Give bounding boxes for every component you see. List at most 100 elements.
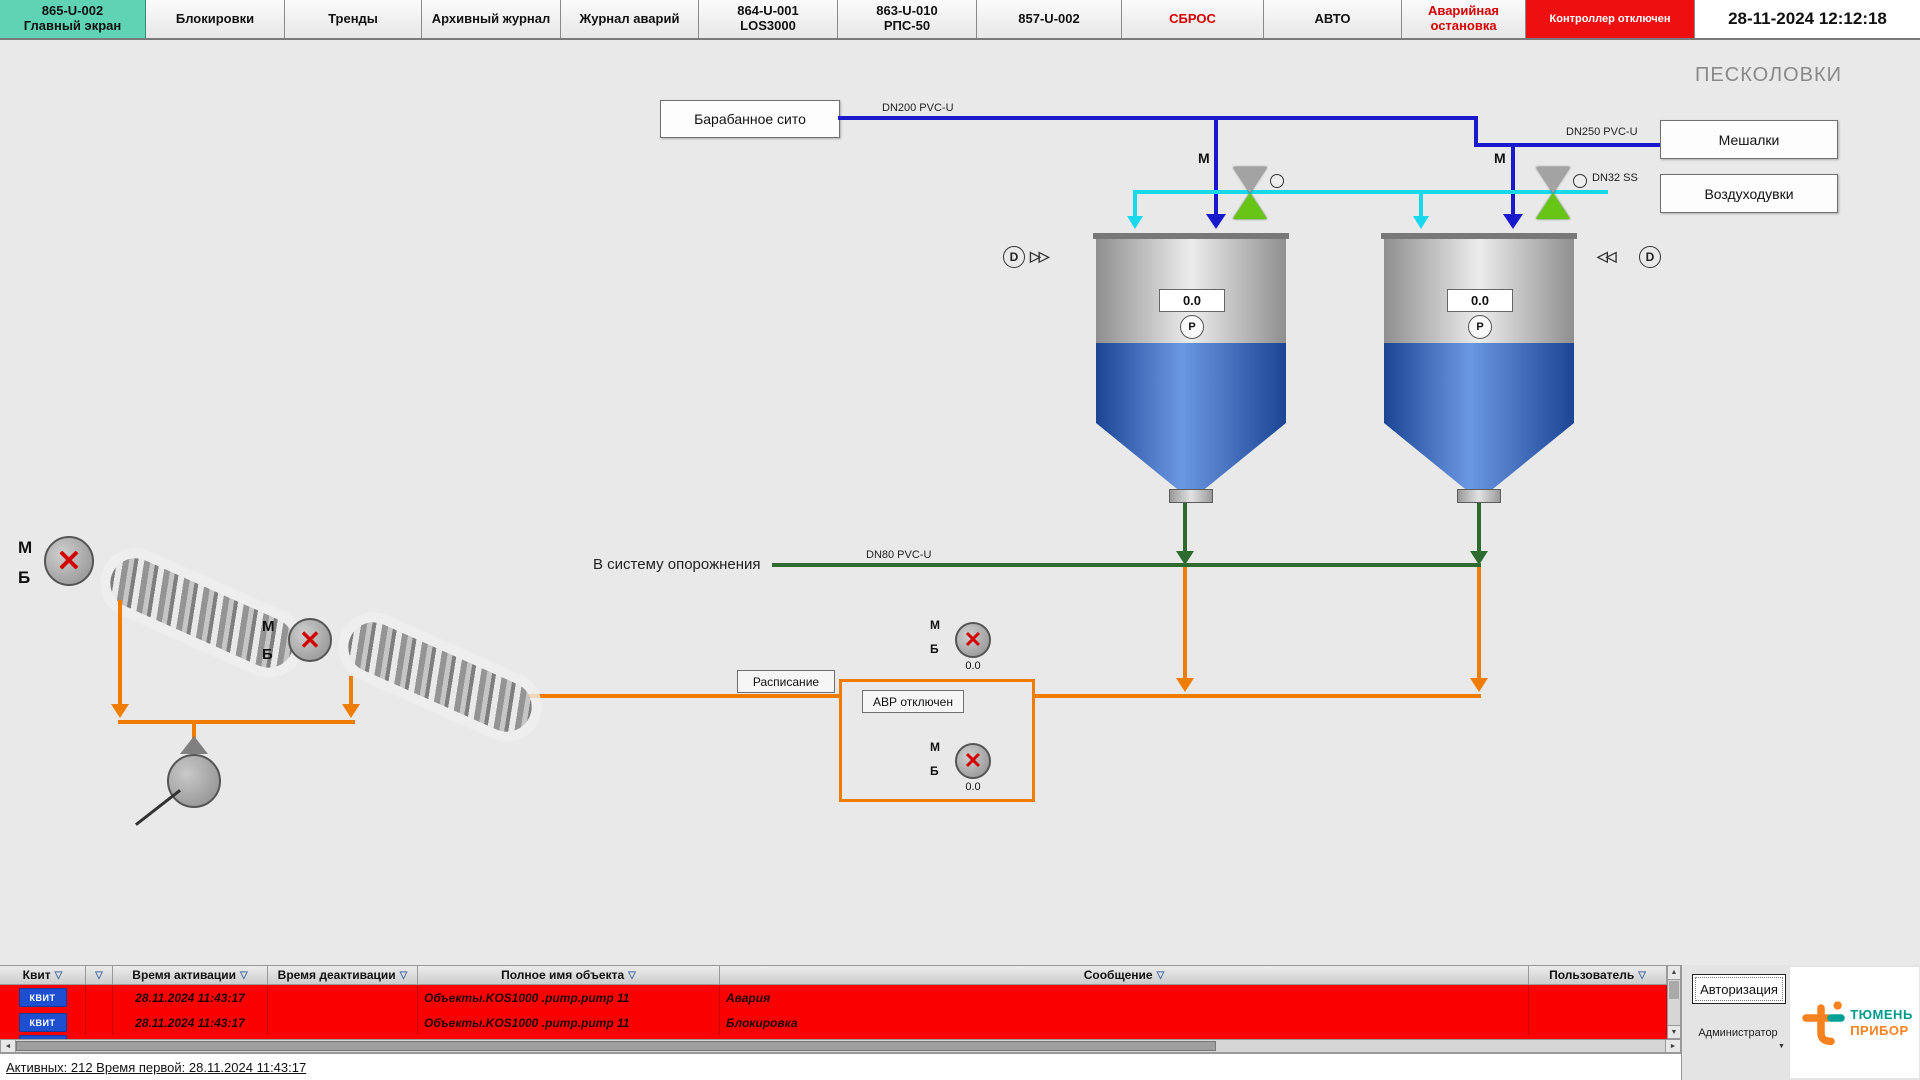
tab-label: 864-U-001 (737, 3, 799, 19)
scroll-up-icon[interactable]: ▲ (1668, 966, 1680, 980)
level-value: 0.0 (1182, 293, 1202, 308)
controller-offline-indicator: Контроллер отключен (1526, 0, 1695, 38)
logo-glyph-icon (1802, 1000, 1845, 1045)
tab-857-u-002[interactable]: 857-U-002 (977, 0, 1122, 38)
tank2-level-display[interactable]: 0.0 (1447, 289, 1513, 312)
drain-indicator-right[interactable]: D (1639, 246, 1661, 268)
filter-icon[interactable]: ▽ (1638, 969, 1646, 981)
tank-cone-section (1096, 423, 1286, 491)
logo-text-2: ПРИБОР (1850, 1022, 1909, 1038)
tab-864-u-001[interactable]: 864-U-001 LOS3000 (699, 0, 838, 38)
filter-icon[interactable]: ▽ (628, 969, 636, 981)
activation-time: 28.11.2024 11:43:17 (113, 1010, 268, 1035)
alarm-table-header: Квит ▽ ▽ Время активации ▽ Время деактив… (0, 965, 1681, 985)
flow-arrow-down-icon (1176, 551, 1194, 565)
tab-863-u-010[interactable]: 863-U-010 РПС-50 (838, 0, 977, 38)
object-name: Объекты.KOS1000 .pump.pump 11 (418, 985, 720, 1010)
pipe-label-dn200: DN200 PVC-U (882, 102, 954, 114)
tank-liquid-section (1384, 343, 1574, 423)
fault-cross-icon: ✕ (963, 748, 983, 773)
pump-b-mode-b: Б (930, 764, 939, 778)
tab-trends[interactable]: Тренды (285, 0, 422, 38)
fault-cross-icon: ✕ (56, 544, 82, 578)
pipe-sand-header-right (1035, 694, 1481, 698)
valve1-body-icon[interactable] (1233, 167, 1267, 193)
schedule-button[interactable]: Расписание (737, 670, 835, 693)
user-name: Администратор (1698, 1027, 1778, 1039)
scrollbar-thumb[interactable] (16, 1041, 1216, 1051)
reset-button[interactable]: СБРОС (1122, 0, 1264, 38)
tab-alarm-journal[interactable]: Журнал аварий (561, 0, 699, 38)
tab-main-screen[interactable]: 865-U-002 Главный экран (0, 0, 146, 38)
fast-backward-icon: ◁◁ (1597, 248, 1616, 264)
scroll-down-icon[interactable]: ▼ (1668, 1025, 1680, 1038)
conveyor1-fault-icon[interactable]: ✕ (44, 536, 94, 586)
ack-button[interactable]: КВИТ (18, 1013, 67, 1032)
tab-label: РПС-50 (883, 18, 931, 33)
valve2-body-icon[interactable] (1536, 193, 1570, 219)
current-user-dropdown[interactable]: Администратор (1688, 1027, 1788, 1039)
tab-label: Аварийная (1427, 3, 1500, 19)
col-deactivation-time: Время деактивации ▽ (268, 965, 418, 985)
tab-label: АВТО (1314, 10, 1351, 26)
object-name: Объекты.KOS1000 .pump.pump 11 (418, 1010, 720, 1035)
pipe-dn200 (838, 116, 1478, 120)
pipe-dn250 (1474, 143, 1660, 147)
avr-disabled-button[interactable]: АВР отключен (862, 690, 964, 713)
tab-label: 857-U-002 (1018, 10, 1080, 26)
flow-arrow-down-icon (342, 704, 360, 718)
pump-mount-line (135, 789, 181, 826)
drain-indicator-left[interactable]: D (1003, 246, 1025, 268)
pipe-air-drop2 (1419, 190, 1423, 216)
tab-archive-journal[interactable]: Архивный журнал (422, 0, 561, 38)
authorization-button[interactable]: Авторизация (1692, 974, 1786, 1004)
scroll-right-icon[interactable]: ► (1665, 1040, 1680, 1052)
filter-icon[interactable]: ▽ (239, 969, 248, 981)
alarm-horizontal-scrollbar[interactable]: ◄ ► (0, 1039, 1681, 1053)
auto-mode-button[interactable]: АВТО (1264, 0, 1402, 38)
screw-conveyor-2[interactable] (340, 614, 540, 740)
tank1-level-display[interactable]: 0.0 (1159, 289, 1225, 312)
pipe-air (1133, 190, 1608, 194)
drain-letter: D (1009, 250, 1019, 264)
valve2-body-icon[interactable] (1536, 167, 1570, 193)
alarm-user (1529, 1010, 1667, 1035)
filter-icon[interactable]: ▽ (54, 969, 63, 981)
sand-trap-tank-1: 0.0 P (1093, 233, 1289, 505)
conveyor2-fault-icon[interactable]: ✕ (288, 618, 332, 662)
pump-b-fault-icon[interactable]: ✕ (955, 743, 991, 779)
tab-label: 863-U-010 (876, 3, 938, 19)
top-nav-bar: 865-U-002 Главный экран Блокировки Тренд… (0, 0, 1920, 40)
tank-outlet-flange (1457, 489, 1501, 503)
level-value: 0.0 (1470, 293, 1490, 308)
pipe-dn80 (772, 563, 1481, 567)
pipe-sand1 (1183, 567, 1187, 680)
tank1-pressure-gauge[interactable]: P (1180, 315, 1204, 339)
filter-icon[interactable]: ▽ (399, 969, 408, 981)
alarm-vertical-scrollbar[interactable]: ▲ ▼ (1667, 965, 1681, 1039)
conveyor2-mode-b: Б (262, 646, 273, 663)
emergency-stop-button[interactable]: Аварийная остановка (1402, 0, 1526, 38)
pump-b-value: 0.0 (965, 781, 981, 793)
col-object-name: Полное имя объекта ▽ (418, 965, 720, 985)
tab-label: Тренды (328, 10, 378, 26)
mixers-button[interactable]: Мешалки (1660, 120, 1838, 159)
user-dropdown-caret-icon[interactable]: ▼ (1778, 1043, 1785, 1050)
status-label: Контроллер отключен (1549, 12, 1671, 25)
tank2-pressure-gauge[interactable]: P (1468, 315, 1492, 339)
valve1-body-icon[interactable] (1233, 193, 1267, 219)
discharge-pump-icon[interactable] (167, 754, 221, 808)
filter-icon[interactable]: ▽ (95, 969, 103, 981)
drum-screen-button[interactable]: Барабанное сито (660, 100, 840, 138)
pump-a-fault-icon[interactable]: ✕ (955, 622, 991, 658)
scrollbar-thumb[interactable] (1669, 981, 1679, 999)
pipe-label-dn32: DN32 SS (1592, 172, 1638, 184)
ack-button[interactable]: КВИТ (18, 988, 67, 1007)
scroll-left-icon[interactable]: ◄ (1, 1040, 16, 1052)
tab-interlocks[interactable]: Блокировки (146, 0, 285, 38)
sand-trap-tank-2: 0.0 P (1381, 233, 1577, 505)
filter-icon[interactable]: ▽ (1156, 969, 1165, 981)
pump-inlet-icon (180, 736, 208, 754)
blowers-button[interactable]: Воздуходувки (1660, 174, 1838, 213)
